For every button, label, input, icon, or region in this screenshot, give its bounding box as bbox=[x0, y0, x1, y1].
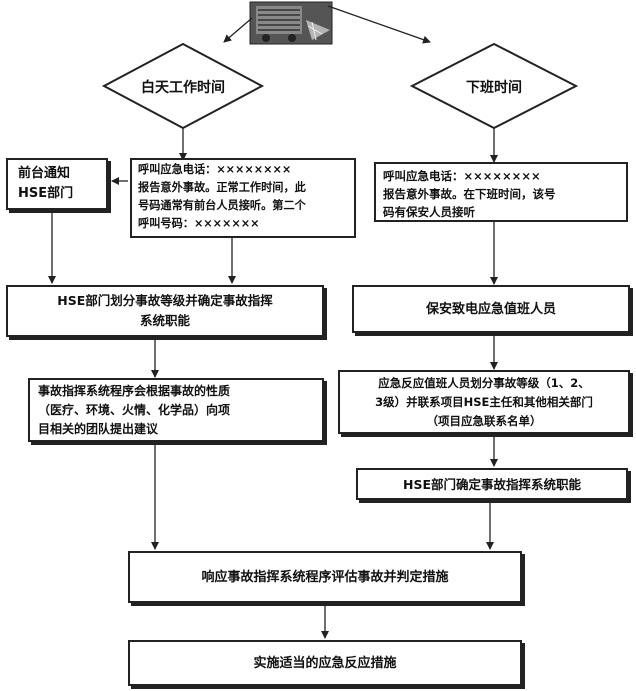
ics-advise-box: 事故指挥系统程序会根据事故的性质 （医疗、环境、火情、化学品）向项 目相关的团队… bbox=[28, 378, 324, 442]
implement-box: 实施适当的应急反应措施 bbox=[128, 640, 522, 686]
hse-confirm-box: HSE部门确定事故指挥系统职能 bbox=[356, 468, 628, 500]
arrow-to-day bbox=[223, 17, 253, 43]
call-day-box: 呼叫应急电话：×××××××× 报告意外事故。正常工作时间，此 号码通常有前台人… bbox=[130, 158, 356, 238]
off-time-label: 下班时间 bbox=[466, 80, 522, 96]
accident-vehicle-icon bbox=[249, 1, 333, 45]
security-call-box: 保安致电应急值班人员 bbox=[352, 285, 630, 333]
arrow-to-off bbox=[327, 5, 431, 44]
day-time-label: 白天工作时间 bbox=[141, 80, 225, 96]
call-off-box: 呼叫应急电话：×××××××× 报告意外事故。在下班时间，该号 码有保安人员接听 bbox=[374, 162, 628, 222]
duty-classify-box: 应急反应值班人员划分事故等级（1、2、 3级）并联系项目HSE主任和其他相关部门… bbox=[338, 370, 630, 434]
front-desk-box: 前台通知 HSE部门 bbox=[6, 158, 108, 210]
hse-classify-box: HSE部门划分事故等级并确定事故指挥 系统职能 bbox=[6, 285, 324, 337]
respond-eval-box: 响应事故指挥系统程序评估事故并判定措施 bbox=[128, 551, 522, 603]
